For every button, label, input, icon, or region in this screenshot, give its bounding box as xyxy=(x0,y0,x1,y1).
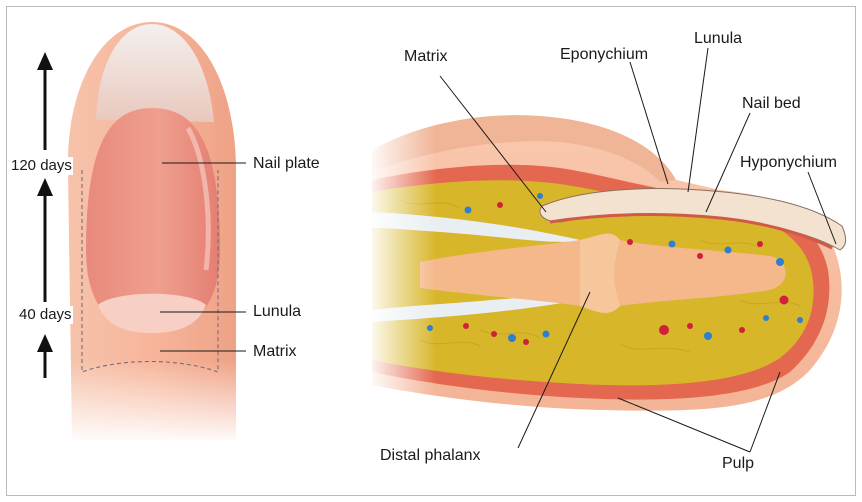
label-pulp: Pulp xyxy=(722,455,754,473)
label-nail-plate: Nail plate xyxy=(253,155,320,173)
label-eponychium: Eponychium xyxy=(560,46,648,64)
growth-arrows xyxy=(37,52,53,378)
label-matrix: Matrix xyxy=(253,343,297,361)
label-distal-phalanx: Distal phalanx xyxy=(380,447,481,465)
label-hyponychium: Hyponychium xyxy=(740,154,837,172)
label-nail-bed: Nail bed xyxy=(742,95,801,113)
arrow-up-icon xyxy=(37,52,53,70)
label-section-lunula: Lunula xyxy=(694,30,742,48)
arrow-up-icon xyxy=(37,334,53,352)
arrow-up-icon xyxy=(37,178,53,196)
label-section-matrix: Matrix xyxy=(404,48,448,66)
growth-label-40-days: 40 days xyxy=(18,306,73,324)
finger-top-view xyxy=(66,22,238,445)
growth-label-120-days: 120 days xyxy=(10,157,73,175)
label-lunula: Lunula xyxy=(253,303,301,321)
